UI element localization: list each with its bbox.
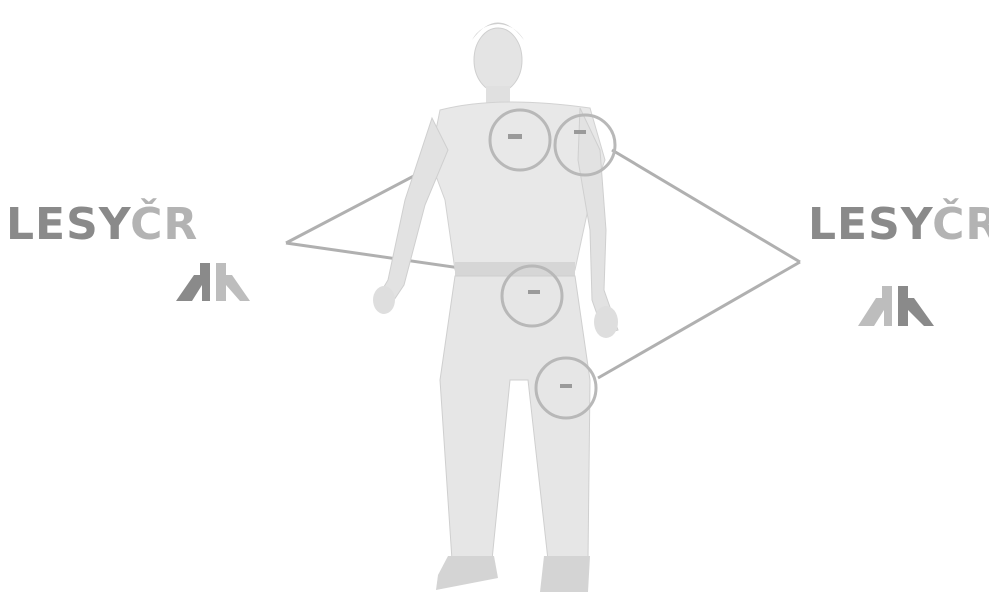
illustration-canvas: LESYČR LESYČR — [0, 0, 989, 603]
man-figure-icon — [0, 0, 989, 603]
